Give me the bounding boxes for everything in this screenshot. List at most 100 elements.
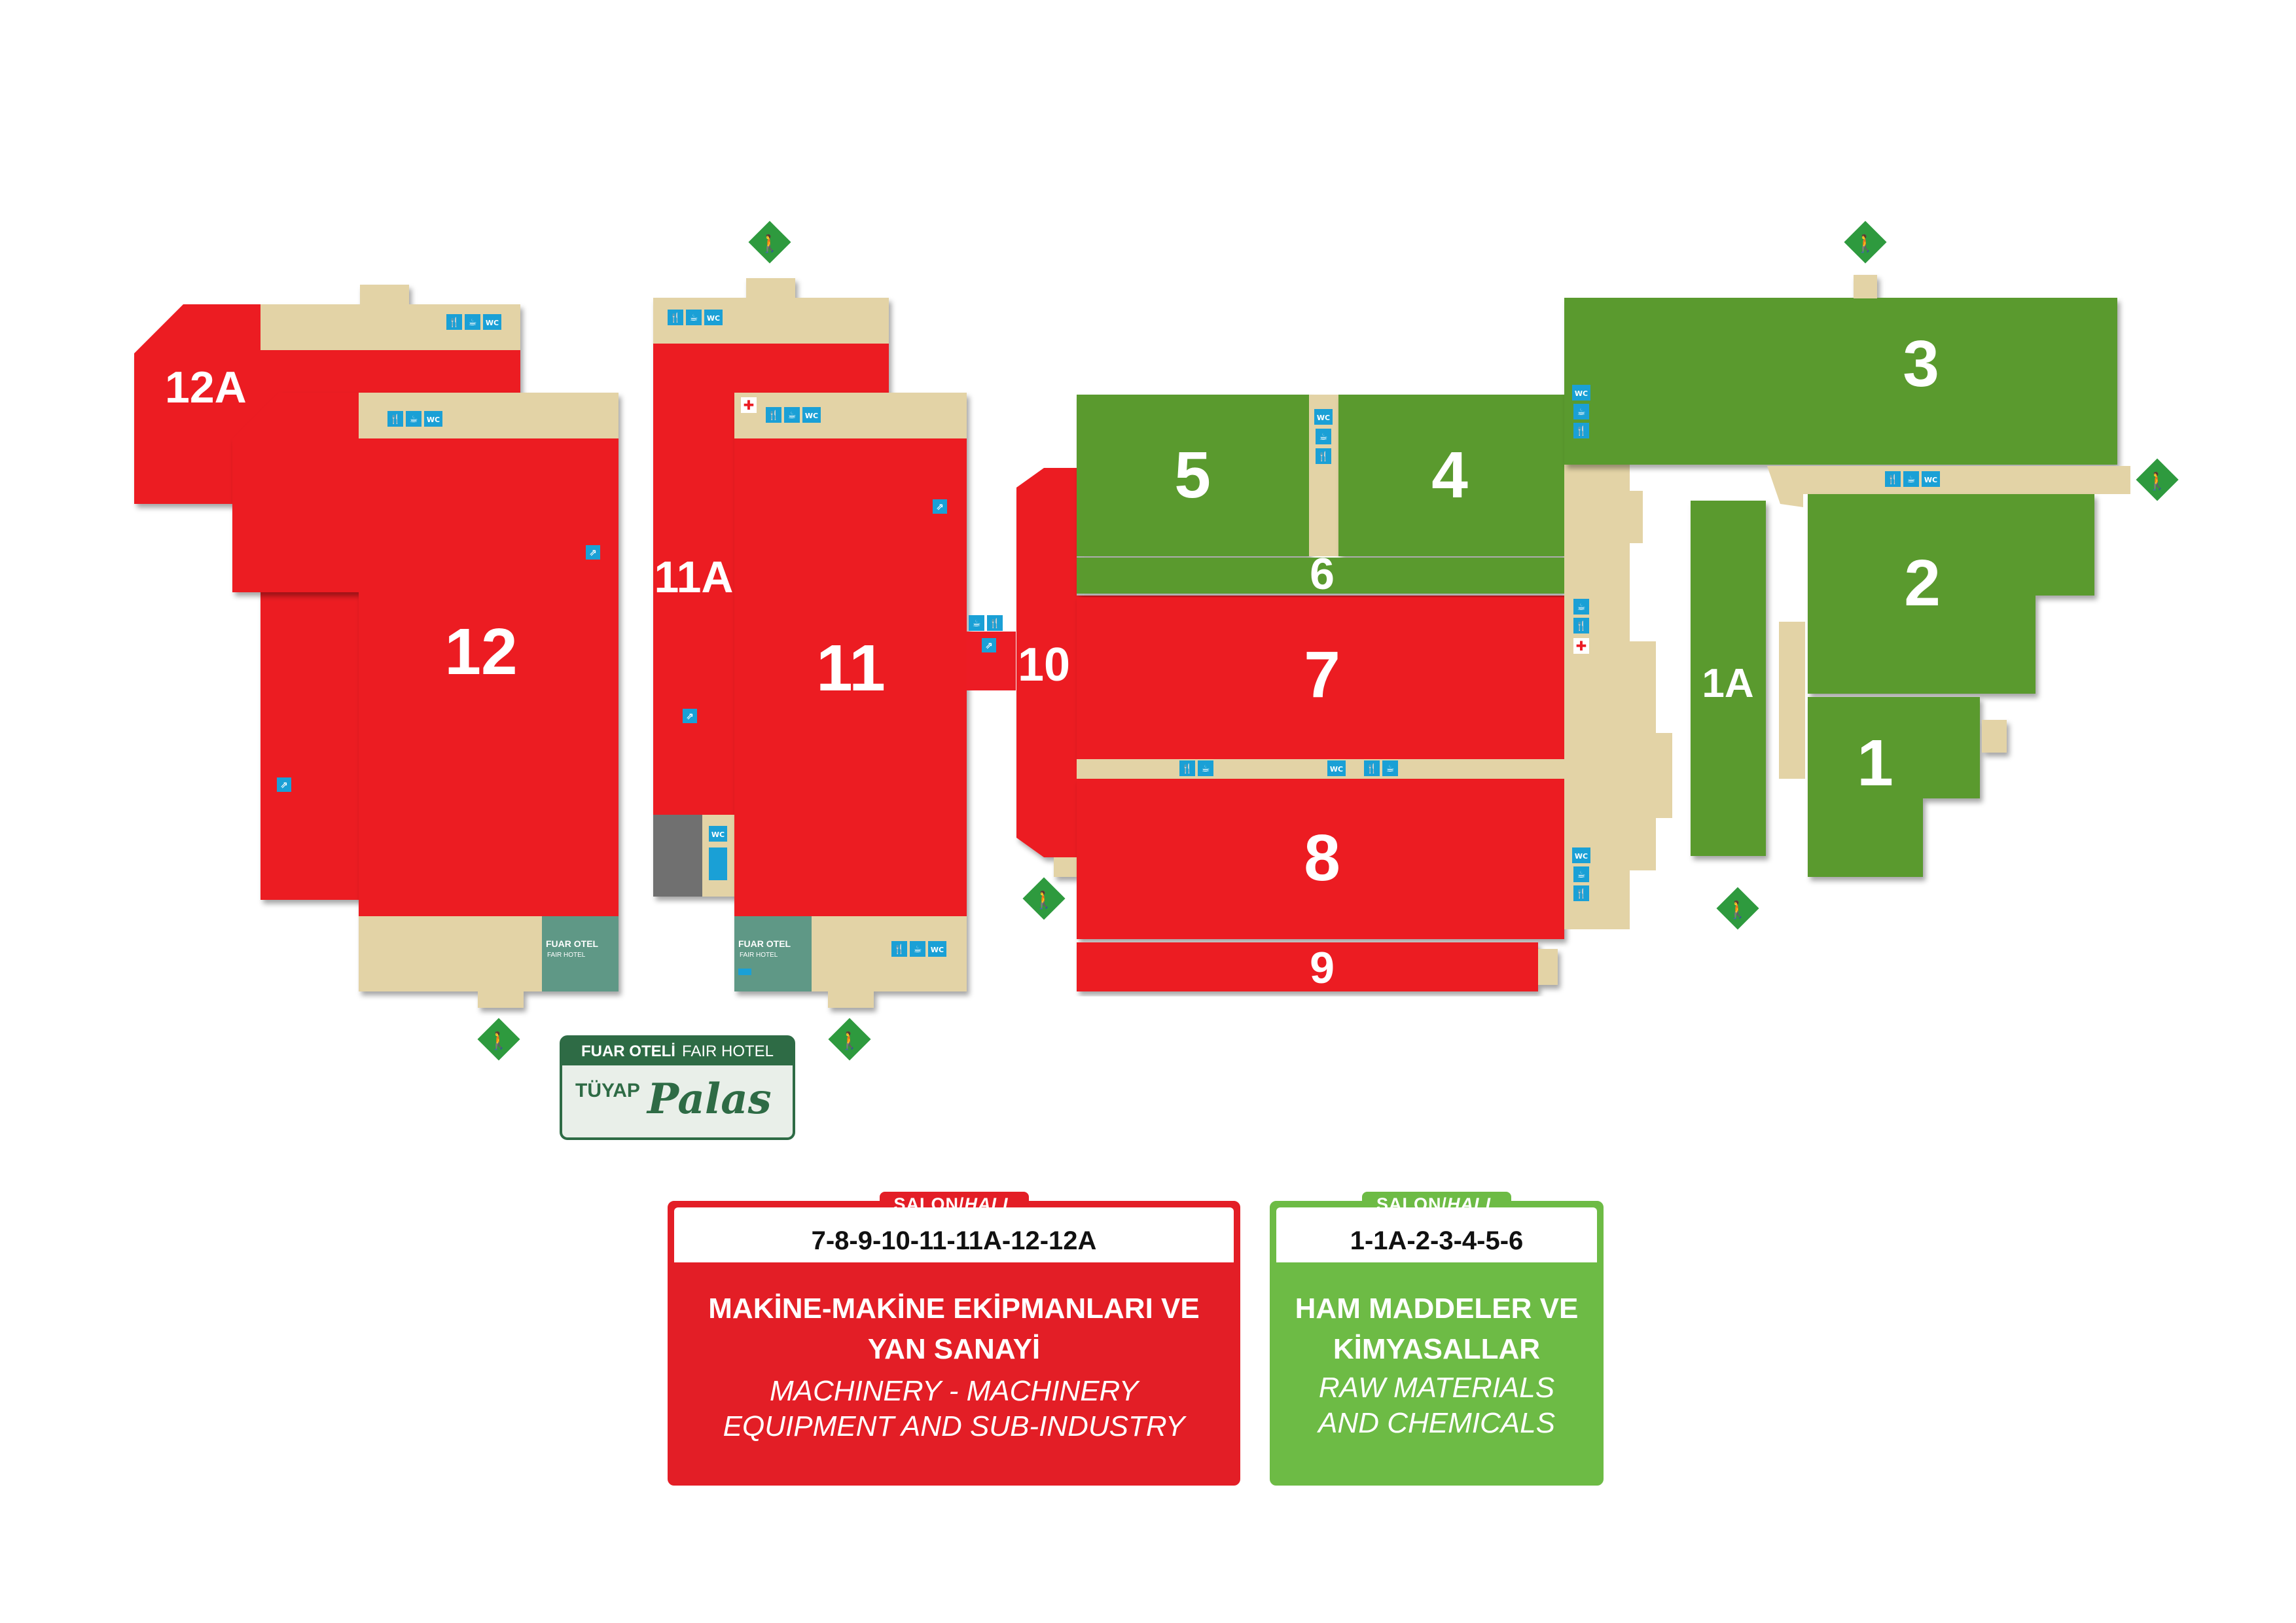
- cafe-icon: ☕: [969, 615, 984, 631]
- restaurant-icon: 🍴: [987, 615, 1003, 631]
- tuyap-palas-hotel-logo: FUAR OTELİ FAIR HOTEL TÜYAP Palas: [560, 1035, 795, 1140]
- hotel-logo-script: Palas: [647, 1075, 772, 1124]
- svg-text:🚶: 🚶: [759, 234, 780, 253]
- legend-machinery: SALON/HALL 7-8-9-10-11-11A-12-12A MAKİNE…: [668, 1192, 1240, 1486]
- hall-11[interactable]: [734, 393, 967, 1008]
- svg-text:WC: WC: [1330, 765, 1343, 774]
- corridor-1a-1: [1779, 622, 1805, 779]
- svg-text:⇗: ⇗: [985, 641, 993, 651]
- hall-label-5: 5: [1174, 438, 1211, 512]
- hall-label-12a: 12A: [165, 363, 247, 412]
- svg-text:🚶: 🚶: [1855, 234, 1876, 253]
- fair-hotel-label-12: FUAR OTEL: [546, 938, 599, 949]
- svg-text:🚶: 🚶: [1033, 890, 1054, 910]
- svg-text:⇗: ⇗: [280, 780, 288, 791]
- hall-label-1: 1: [1857, 726, 1893, 800]
- wc-icon: WC: [1572, 847, 1590, 863]
- svg-text:🍴: 🍴: [1887, 474, 1898, 485]
- hall-8[interactable]: [1077, 779, 1564, 939]
- exit-icon: 🚶: [477, 1018, 520, 1061]
- hall-5[interactable]: [1077, 395, 1309, 556]
- hall-10[interactable]: [1016, 468, 1077, 877]
- exit-icon: 🚶: [1716, 887, 1759, 930]
- restaurant-icon: 🍴: [891, 941, 907, 957]
- svg-text:WC: WC: [805, 412, 818, 420]
- cafe-icon: ☕: [1198, 760, 1213, 776]
- svg-text:WC: WC: [1575, 852, 1588, 861]
- svg-text:🍴: 🍴: [1575, 888, 1587, 899]
- central-corridor: [1564, 357, 1672, 929]
- legend-raw-materials-halls: 1-1A-2-3-4-5-6: [1276, 1207, 1597, 1262]
- hall-label-3: 3: [1903, 327, 1939, 401]
- hall-label-12: 12: [444, 615, 517, 688]
- svg-text:🚶: 🚶: [488, 1031, 509, 1050]
- restaurant-icon: 🍴: [1573, 618, 1589, 633]
- svg-text:🍴: 🍴: [1575, 425, 1587, 437]
- hotel-logo-brand: TÜYAP: [575, 1080, 640, 1101]
- hall-2[interactable]: [1808, 494, 2101, 694]
- cafe-icon: ☕: [686, 310, 702, 325]
- hall-label-7: 7: [1304, 638, 1340, 711]
- hall-label-6: 6: [1310, 549, 1335, 599]
- hall-1[interactable]: [1808, 697, 2007, 877]
- restaurant-icon: 🍴: [1179, 760, 1195, 776]
- exit-icon: 🚶: [1844, 221, 1887, 264]
- hall-label-11a: 11A: [655, 552, 734, 602]
- hall-label-2: 2: [1904, 546, 1941, 620]
- svg-text:🍴: 🍴: [989, 618, 1000, 629]
- wc-icon: WC: [424, 411, 442, 427]
- svg-text:WC: WC: [711, 830, 725, 839]
- cafe-icon: ☕: [1316, 429, 1331, 444]
- hall-label-11: 11: [816, 632, 886, 705]
- cafe-icon: ☕: [406, 411, 422, 427]
- escalator-icon: ⇗: [277, 777, 291, 792]
- hall-label-9: 9: [1310, 943, 1335, 993]
- corridor-7-8: [1077, 759, 1564, 779]
- restaurant-icon: 🍴: [668, 310, 683, 325]
- restaurant-icon: 🍴: [1573, 423, 1589, 438]
- svg-text:🍴: 🍴: [1181, 763, 1193, 774]
- wc-icon: WC: [704, 310, 723, 325]
- hall-4[interactable]: [1338, 395, 1564, 556]
- hall-6[interactable]: [1077, 558, 1564, 594]
- fair-hotel-label-12-en: FAIR HOTEL: [547, 952, 586, 959]
- first-aid-icon: ✚: [1573, 638, 1589, 654]
- svg-text:🚶: 🚶: [1727, 900, 1748, 919]
- cafe-icon: ☕: [910, 941, 925, 957]
- hall-1a[interactable]: [1691, 501, 1766, 856]
- hall-7[interactable]: [1077, 596, 1564, 759]
- elevator-icon: [709, 847, 727, 880]
- legend-raw-materials: SALON/HALL 1-1A-2-3-4-5-6 HAM MADDELER V…: [1270, 1192, 1604, 1486]
- svg-text:🍴: 🍴: [448, 317, 459, 328]
- hotel-bed-icon: [738, 969, 751, 975]
- cafe-icon: ☕: [1573, 404, 1589, 419]
- legend-machinery-title-en: MACHINERY - MACHINERY EQUIPMENT AND SUB-…: [723, 1375, 1185, 1442]
- hall-3[interactable]: [1564, 275, 2117, 465]
- hall-label-4: 4: [1431, 438, 1468, 512]
- escalator-icon: ⇗: [982, 638, 996, 652]
- svg-text:☕: ☕: [788, 410, 797, 421]
- exit-icon: 🚶: [2136, 458, 2179, 501]
- cafe-icon: ☕: [465, 314, 480, 330]
- restaurant-icon: 🍴: [387, 411, 403, 427]
- wc-icon: WC: [709, 826, 727, 842]
- svg-text:⇗: ⇗: [589, 548, 597, 558]
- svg-text:WC: WC: [931, 946, 944, 954]
- escalator-icon: ⇗: [933, 499, 947, 514]
- hall-9[interactable]: [1077, 942, 1558, 991]
- svg-text:☕: ☕: [1577, 407, 1586, 418]
- svg-text:⇗: ⇗: [686, 711, 694, 722]
- svg-text:🍴: 🍴: [670, 312, 681, 323]
- hotel-logo-tr: FUAR OTELİ: [581, 1043, 675, 1060]
- svg-text:☕: ☕: [469, 317, 477, 328]
- cafe-icon: ☕: [784, 407, 800, 423]
- corridor-3-2: [1767, 466, 2130, 507]
- legend-raw-materials-title-tr: HAM MADDELER VE KİMYASALLAR: [1295, 1293, 1579, 1365]
- wc-icon: WC: [1922, 471, 1940, 487]
- facility-icons: 🍴 ☕ WC 🍴 ☕ WC ⇗ ⇗ 🍴 ☕ WC ✚ 🍴 ☕ WC ⇗ ⇗ WC…: [277, 310, 1940, 957]
- svg-text:⇗: ⇗: [936, 502, 944, 512]
- svg-text:🚶: 🚶: [839, 1031, 860, 1050]
- svg-text:🍴: 🍴: [1366, 763, 1377, 774]
- fair-hotel-label-11-en: FAIR HOTEL: [740, 952, 778, 959]
